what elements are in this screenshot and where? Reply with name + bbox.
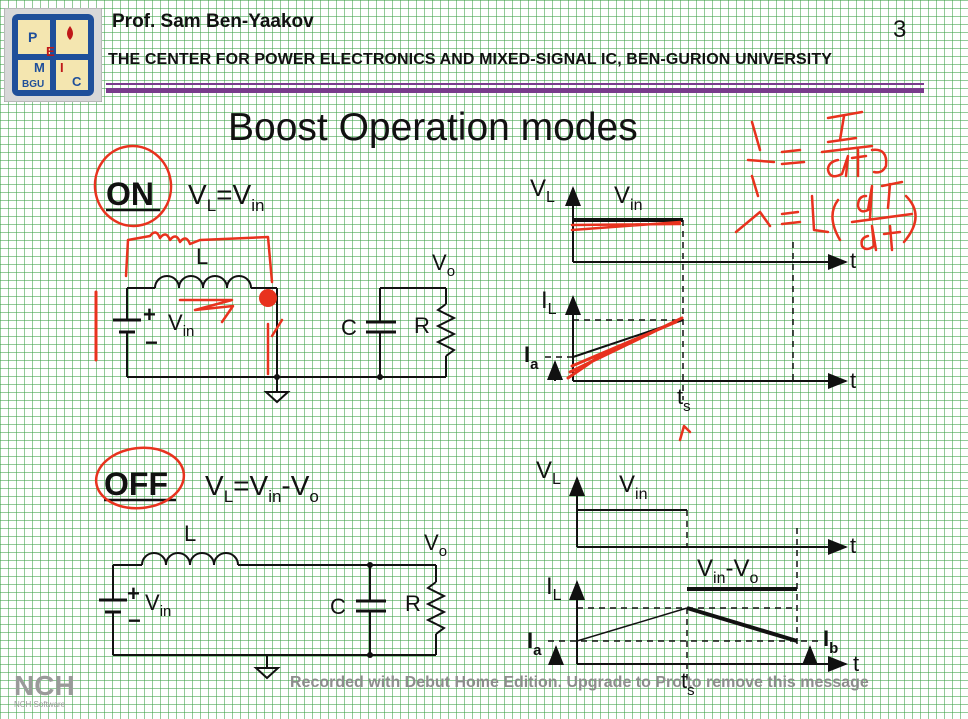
on-resistor-label: R [414,313,430,338]
red-node-dot [259,289,277,307]
on-circuit [113,275,457,404]
logo-letter-i: I [60,60,64,75]
logo-letter-p: P [28,29,37,45]
page-number: 3 [893,16,907,43]
on-minus-sign: − [145,330,158,355]
off-circle-annotation [94,446,186,510]
on-node-dot [377,374,383,380]
off-vl-time-label: t [850,533,856,558]
off-plus-sign: + [127,581,140,606]
red-ts-arrow [678,424,692,442]
off-output-label: Vo [424,530,447,560]
red-bracket [870,148,888,174]
off-circuit [99,552,447,680]
off-vl-level2-label: Vin-Vo [697,555,758,587]
off-ib-label: Ib [823,626,838,657]
off-mode-label: OFF [104,466,168,502]
off-inductor-label: L [184,521,196,546]
on-ia-label: Ia [524,342,539,373]
slide-title: Boost Operation modes [228,106,638,149]
off-il-time-label: t [853,651,859,676]
on-il-axis-label: IL [541,287,557,318]
red-v-equals-l-di-dt [734,180,917,252]
logo-bgu-text: BGU [22,79,44,90]
off-resistor-label: R [405,591,421,616]
on-vl-level-label: Vin [614,182,642,214]
flame-icon [67,26,73,40]
off-ts-label: ts [681,668,695,699]
logo-letter-m: M [34,60,45,75]
on-capacitor-label: C [341,315,357,340]
nch-logo-text: NCH [14,670,74,701]
off-il-graph [548,580,848,684]
red-current-scribble [178,298,235,324]
center-name: THE CENTER FOR POWER ELECTRONICS AND MIX… [108,51,832,69]
recording-watermark: Recorded with Debut Home Edition. Upgrad… [290,674,869,691]
on-il-time-label: t [850,368,856,393]
off-minus-sign: − [128,608,141,633]
on-plus-sign: + [143,302,156,327]
pemic-logo: P E M I C BGU [4,8,102,102]
on-vl-graph [565,186,848,400]
on-source-label: Vin [168,310,194,340]
on-ts-label: ts [677,384,691,415]
off-equation: VL=Vin-Vo [205,470,319,506]
off-il-axis-label: IL [546,573,562,604]
red-il-scribble [566,316,684,380]
off-source-label: Vin [145,590,171,620]
logo-letter-e: E [46,44,55,59]
on-mode-label: ON [106,176,154,212]
off-vl-graph [569,476,848,647]
on-output-label: Vo [432,250,455,280]
header-rule-thick [106,88,924,93]
on-inductor-label: L [196,244,208,269]
off-node-dot [367,562,373,568]
red-annotations [93,110,917,510]
red-equals [780,148,806,166]
red-di-dt [820,110,874,178]
off-vl-level1-label: Vin [619,471,647,503]
header-rule-thin [106,83,924,85]
on-vl-axis-label: VL [530,175,555,206]
red-v-over-l [746,120,776,198]
red-path-scribble [124,231,274,284]
off-vl-axis-label: VL [536,457,561,488]
center-name-text: THE CENTER FOR POWER ELECTRONICS AND MIX… [108,51,832,68]
on-circle-annotation [93,144,173,228]
off-capacitor-label: C [330,594,346,619]
nch-logo-subtext: NCH Software [14,700,66,709]
on-equation: VL=Vin [188,179,264,215]
off-node-dot [367,652,373,658]
author-name: Prof. Sam Ben-Yaakov [112,11,314,32]
on-node-dot [274,374,280,380]
on-il-graph [545,295,848,389]
nch-logo: NCH NCH Software [14,670,74,709]
red-vl-scribble [570,220,682,232]
red-switch-scribble [266,318,284,376]
off-ia-label: Ia [527,628,542,659]
on-vl-time-label: t [850,248,856,273]
logo-letter-c: C [72,74,82,89]
